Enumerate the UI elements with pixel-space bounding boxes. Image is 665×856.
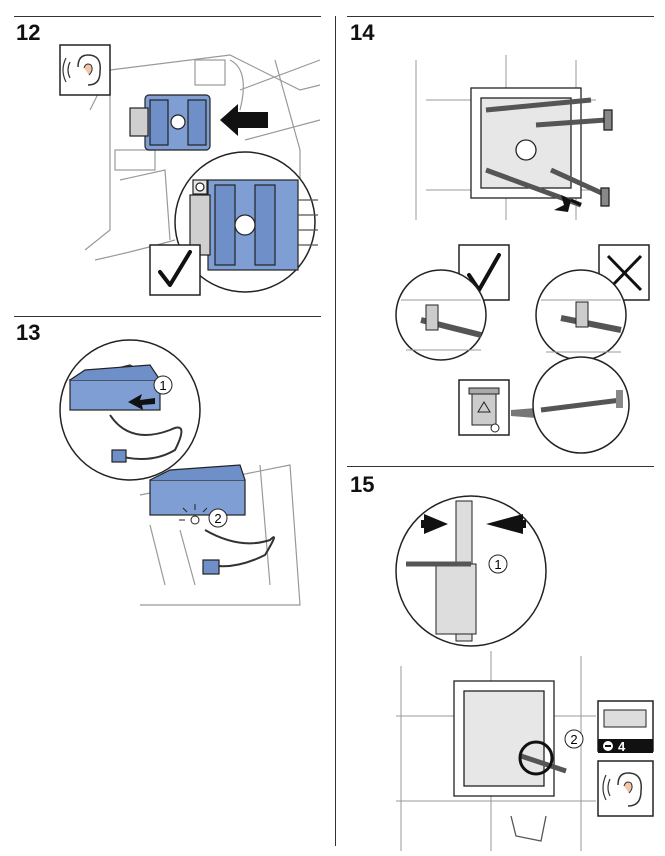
callout-1-step15: 1 <box>494 557 501 572</box>
step13-illustration: 1 2 <box>59 339 301 606</box>
step-number-14: 14 <box>350 20 375 45</box>
step12-detail-circle <box>174 151 318 293</box>
step15-illustration: 1 2 4 <box>395 495 654 851</box>
step15-ear-icon <box>597 760 654 817</box>
screwdriver-icon <box>597 700 654 753</box>
step14-wrong-circle <box>535 269 627 361</box>
recycle-bin-icon <box>458 379 510 436</box>
step15-top-rule <box>347 466 654 467</box>
step-number-12: 12 <box>16 20 41 45</box>
tool-size-label: 4 <box>618 739 626 754</box>
step12-illustration <box>59 44 321 296</box>
callout-1: 1 <box>159 378 166 393</box>
step-number-13: 13 <box>16 320 41 345</box>
step13-top-rule <box>14 316 321 317</box>
callout-2: 2 <box>214 511 221 526</box>
step12-top-rule <box>14 16 321 17</box>
step-number-15: 15 <box>350 472 375 497</box>
step13-detail-circle: 1 <box>59 339 201 481</box>
callout-2-step15: 2 <box>570 732 577 747</box>
step14-illustration <box>395 55 650 454</box>
step15-detail-circle <box>395 495 547 647</box>
step14-top-rule <box>347 16 654 17</box>
step12-ear-icon <box>59 44 111 96</box>
discard-screw-circle <box>532 356 630 454</box>
column-divider <box>335 16 336 846</box>
step12-ok-check <box>149 244 201 296</box>
light-indicator <box>179 504 208 525</box>
step14-ok-circle <box>395 269 487 361</box>
push-arrow <box>220 104 268 136</box>
